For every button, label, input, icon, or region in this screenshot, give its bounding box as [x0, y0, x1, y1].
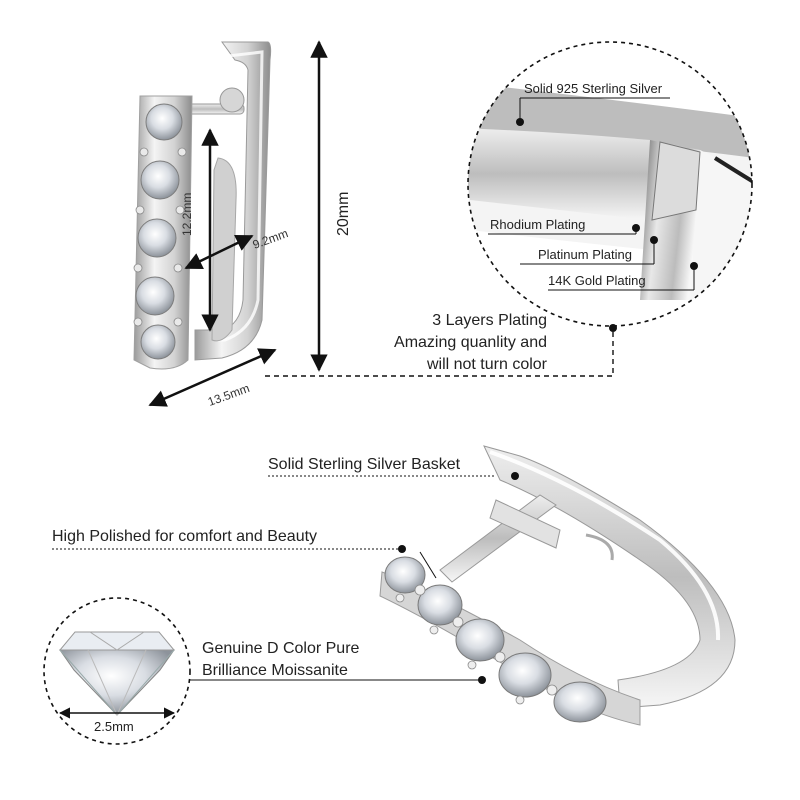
- gold-label: 14K Gold Plating: [548, 273, 646, 288]
- polish-label: High Polished for comfort and Beauty: [52, 528, 318, 545]
- stone-label-line2: Brilliance Moissanite: [202, 662, 348, 679]
- rhodium-label: Rhodium Plating: [490, 217, 586, 232]
- stone-dot: [478, 676, 486, 684]
- plating-zoom-circle: [467, 41, 753, 327]
- height-label: 20mm: [335, 191, 352, 236]
- platinum-label: Platinum Plating: [538, 247, 632, 262]
- inner-height-label: 12.2mm: [180, 192, 194, 236]
- stone-size-label: 2.5mm: [94, 719, 134, 734]
- basket-dot: [511, 472, 519, 480]
- zoom-leader-dots: [516, 118, 698, 332]
- polish-dot: [398, 545, 406, 553]
- plating-note: 3 Layers Plating Amazing quanlity and wi…: [394, 310, 547, 376]
- width-arrow: [148, 348, 277, 407]
- plating-note-line1: 3 Layers Plating: [432, 312, 547, 329]
- inner-width-arrow: [184, 234, 254, 270]
- stone-label-line1: Genuine D Color Pure: [202, 640, 360, 657]
- silver-label: Solid 925 Sterling Silver: [524, 81, 663, 96]
- zoom-leaders: [488, 97, 695, 291]
- plating-note-line2: Amazing quanlity and: [394, 334, 547, 351]
- bottom-leaders: [52, 475, 496, 681]
- bottom-earring: [379, 445, 736, 726]
- plating-note-line3: will not turn color: [426, 356, 547, 373]
- moissanite-stone-circle: [43, 597, 191, 745]
- basket-label: Solid Sterling Silver Basket: [268, 456, 461, 473]
- bottom-gem-row: [384, 556, 607, 723]
- top-earring: [133, 41, 272, 370]
- stone-label: Genuine D Color Pure Brilliance Moissani…: [202, 638, 359, 682]
